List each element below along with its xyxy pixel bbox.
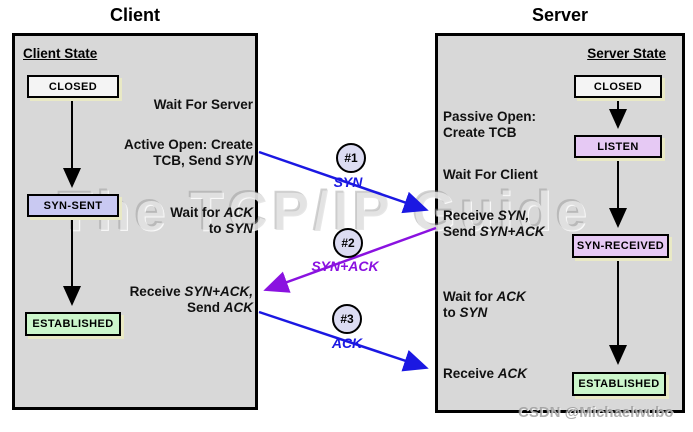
ann-text-syn: SYN [225,220,253,236]
ann-text: Receive [129,284,185,299]
ann-text: Send [186,299,224,315]
segment-2-number: #2 [341,236,355,250]
client-state-established: ESTABLISHED [25,312,121,336]
server-title: Server [531,5,589,25]
ann-text: Passive Open: [443,109,537,124]
server-listen-label: LISTEN [597,140,639,153]
server-state-listen: LISTEN [574,135,662,158]
ann-text-synack: SYN+ACK [479,223,545,239]
client-state-heading: Client State [23,46,98,61]
server-ann-receive-syn: Receive SYN, Send SYN+ACK [443,208,583,239]
segment-3-label: ACK [331,335,363,351]
ann-text: Wait For Server [153,97,253,112]
client-syn-sent-label: SYN-SENT [43,199,103,212]
client-ann-receive-synack: Receive SYN+ACK, Send ACK [83,284,253,315]
server-syn-received-label: SYN-RECEIVED [576,240,665,252]
server-ann-wait-for-client: Wait For Client [443,167,583,183]
segment-2-label: SYN+ACK [311,258,379,274]
ann-text: TCB, Send [153,152,226,168]
segment-1-label: SYN [333,174,363,190]
ann-text: Create TCB [443,124,517,140]
csdn-credit-watermark: CSDN @Michaelwubo [518,404,674,421]
ann-text: to [443,304,460,320]
server-state-established: ESTABLISHED [572,372,666,396]
ann-text: Wait for [443,289,497,304]
client-state-closed: CLOSED [27,75,119,98]
server-state-heading: Server State [587,46,666,61]
ann-text-synack: SYN+ACK, [184,284,253,299]
ann-text: to [208,220,226,236]
client-title: Client [109,5,160,25]
ann-text: Wait For Client [443,167,538,182]
ann-text-syn: SYN, [497,208,530,223]
ann-text: Send [443,223,480,239]
server-state-closed: CLOSED [574,75,662,98]
ann-text: Receive [443,366,498,381]
segment-3-badge: #3 [332,304,362,334]
client-ann-active-open: Active Open: Create TCB, Send SYN [83,137,253,168]
server-ann-passive-open: Passive Open: Create TCB [443,109,573,140]
server-established-label: ESTABLISHED [578,378,660,390]
ann-text-syn: SYN [225,152,253,168]
ann-text-ack: ACK [496,289,526,304]
client-ann-wait-for-server: Wait For Server [103,97,253,113]
segment-1-badge: #1 [336,143,366,173]
segment-2-badge: #2 [333,228,363,258]
ann-text: Receive [443,208,498,223]
client-ann-wait-for-ack: Wait for ACK to SYN [103,205,253,236]
ann-text-ack: ACK [223,205,253,220]
client-state-syn-sent: SYN-SENT [27,194,119,217]
ann-text: Active Open: Create [123,137,253,152]
server-closed-label: CLOSED [593,80,643,93]
segment-1-number: #1 [344,151,358,165]
ann-text-ack: ACK [223,299,253,315]
segment-3-number: #3 [340,312,354,326]
server-ann-receive-ack: Receive ACK [443,366,573,382]
ann-text-syn: SYN [459,304,488,320]
ann-text-ack: ACK [497,366,528,381]
server-ann-wait-for-ack: Wait for ACK to SYN [443,289,573,320]
client-closed-label: CLOSED [48,80,98,93]
ann-text: Wait for [170,205,224,220]
client-established-label: ESTABLISHED [32,318,114,330]
server-state-syn-received: SYN-RECEIVED [572,234,669,258]
